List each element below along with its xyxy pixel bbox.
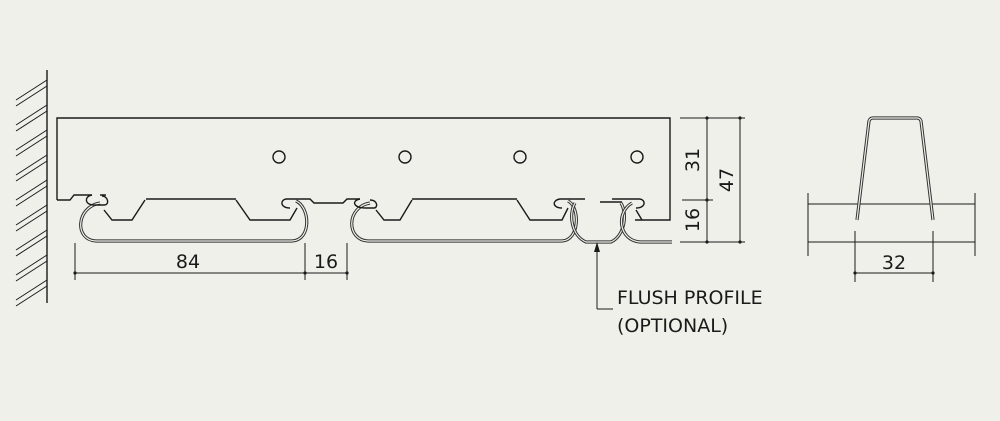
- hole: [630, 150, 644, 164]
- hole: [513, 150, 527, 164]
- hatch-line: [15, 104, 48, 126]
- hatch-line: [15, 254, 48, 276]
- hatch-line: [15, 160, 48, 182]
- dim-total-height: 47: [716, 168, 738, 192]
- carrier-strip: [56, 117, 671, 221]
- dim-lower-height: 16: [682, 208, 704, 232]
- flush-profile: [570, 198, 672, 244]
- hatch-line: [15, 185, 48, 207]
- hatch-line: [15, 135, 48, 157]
- hatch-line: [15, 85, 48, 107]
- hatch-line: [15, 179, 48, 201]
- hatch-line: [15, 110, 48, 132]
- wall-hatch: [15, 70, 48, 307]
- dim-section-width: 32: [882, 252, 906, 274]
- hatch-line: [15, 285, 48, 307]
- hatch-line: [15, 79, 48, 101]
- panel-2: [350, 198, 578, 243]
- dim-upper-height: 31: [682, 148, 704, 172]
- hatch-line: [15, 279, 48, 301]
- hatch-line: [15, 154, 48, 176]
- dim-gap-width: 16: [314, 251, 338, 273]
- hatch-line: [15, 235, 48, 257]
- flush-profile-callout: FLUSH PROFILE (OPTIONAL): [594, 242, 763, 337]
- dim-panel-width: 84: [176, 251, 200, 273]
- callout-line1: FLUSH PROFILE: [617, 287, 763, 309]
- hatch-line: [15, 260, 48, 282]
- hatch-line: [15, 129, 48, 151]
- hatch-line: [15, 210, 48, 232]
- dimension-bottom: 84 16: [73, 243, 349, 280]
- mounting-holes: [272, 150, 644, 164]
- callout-line2: (OPTIONAL): [617, 315, 728, 337]
- hatch-line: [15, 204, 48, 226]
- hole: [398, 150, 412, 164]
- section-view: 32: [807, 116, 976, 282]
- dimension-right: 31 16 47: [680, 116, 745, 244]
- hole: [272, 150, 286, 164]
- hatch-line: [15, 229, 48, 251]
- panel-1: [79, 194, 309, 243]
